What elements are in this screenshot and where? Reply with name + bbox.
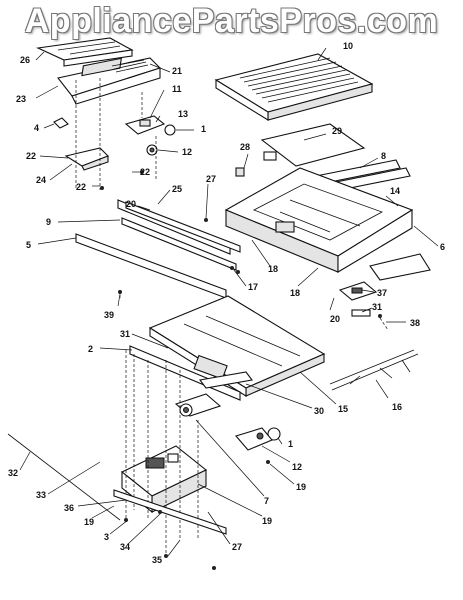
callout-12-lower: 12 bbox=[292, 462, 302, 472]
callout-33: 33 bbox=[36, 490, 46, 500]
callout-32: 32 bbox=[8, 468, 18, 478]
callout-22-c: 22 bbox=[76, 182, 86, 192]
part-bracket-top bbox=[36, 37, 134, 67]
part-bulb-top bbox=[164, 124, 176, 136]
callout-13: 13 bbox=[178, 109, 188, 119]
callout-11: 11 bbox=[172, 84, 182, 94]
part-pan-housing bbox=[224, 167, 414, 273]
part-clip bbox=[351, 309, 371, 317]
callout-36: 36 bbox=[64, 503, 74, 513]
callout-27-lower: 27 bbox=[232, 542, 242, 552]
callout-19-a: 19 bbox=[296, 482, 306, 492]
callout-6: 6 bbox=[440, 242, 445, 252]
callout-4: 4 bbox=[34, 123, 39, 133]
callout-1-top: 1 bbox=[201, 124, 206, 134]
callout-24: 24 bbox=[36, 175, 46, 185]
callout-20-right: 20 bbox=[330, 314, 340, 324]
callout-34: 34 bbox=[120, 542, 130, 552]
callout-23: 23 bbox=[16, 94, 26, 104]
callout-26: 26 bbox=[20, 55, 30, 65]
callout-18-a: 18 bbox=[268, 264, 278, 274]
callout-31-left: 31 bbox=[120, 329, 130, 339]
callout-3: 3 bbox=[104, 532, 109, 542]
watermark-text: AppliancePartsPros.com bbox=[24, 2, 439, 40]
part-support-beam bbox=[125, 201, 241, 253]
part-socket-top bbox=[146, 144, 158, 156]
callout-27-top: 27 bbox=[206, 174, 216, 184]
callout-38: 38 bbox=[410, 318, 420, 328]
callout-22-a: 22 bbox=[26, 151, 36, 161]
part-light-housing bbox=[174, 393, 222, 417]
callout-30: 30 bbox=[314, 406, 324, 416]
callout-29: 29 bbox=[332, 126, 342, 136]
part-switch-box bbox=[338, 281, 378, 301]
callout-37: 37 bbox=[377, 288, 387, 298]
callout-5: 5 bbox=[26, 240, 31, 250]
callout-22-b: 22 bbox=[140, 167, 150, 177]
callout-35: 35 bbox=[152, 555, 162, 565]
part-crisper-lid bbox=[214, 53, 374, 121]
part-side-trim bbox=[369, 253, 431, 281]
callout-18-b: 18 bbox=[290, 288, 300, 298]
callout-20-left: 20 bbox=[126, 199, 136, 209]
leader-lines bbox=[19, 47, 439, 557]
part-wire-harness bbox=[329, 349, 419, 391]
part-socket-lower bbox=[235, 427, 273, 451]
callout-31-right: 31 bbox=[372, 302, 382, 312]
callout-7: 7 bbox=[264, 496, 269, 506]
callout-25: 25 bbox=[172, 184, 182, 194]
callout-10: 10 bbox=[343, 41, 353, 51]
callout-21: 21 bbox=[172, 66, 182, 76]
part-bulb-lower bbox=[267, 427, 281, 441]
callout-16: 16 bbox=[392, 402, 402, 412]
part-lower-rail bbox=[129, 345, 253, 401]
callout-17: 17 bbox=[248, 282, 258, 292]
callout-1-lower: 1 bbox=[288, 439, 293, 449]
part-rod bbox=[7, 433, 121, 521]
part-bottom-rail bbox=[113, 489, 227, 535]
part-control-bracket bbox=[64, 147, 109, 171]
callout-28: 28 bbox=[240, 142, 250, 152]
callout-14: 14 bbox=[390, 186, 400, 196]
callout-39: 39 bbox=[104, 310, 114, 320]
part-knob bbox=[53, 117, 69, 129]
callout-2: 2 bbox=[88, 344, 93, 354]
callout-9: 9 bbox=[46, 217, 51, 227]
part-thermostat bbox=[124, 115, 166, 135]
callout-15: 15 bbox=[338, 404, 348, 414]
callout-12-top: 12 bbox=[182, 147, 192, 157]
callout-19-c: 19 bbox=[84, 517, 94, 527]
callout-labels: 26 10 23 21 11 13 4 1 12 22 22 24 22 29 … bbox=[8, 41, 445, 565]
callout-19-b: 19 bbox=[262, 516, 272, 526]
part-divider-panel bbox=[235, 123, 366, 177]
callout-8: 8 bbox=[381, 151, 386, 161]
part-grille-frame bbox=[57, 57, 162, 105]
